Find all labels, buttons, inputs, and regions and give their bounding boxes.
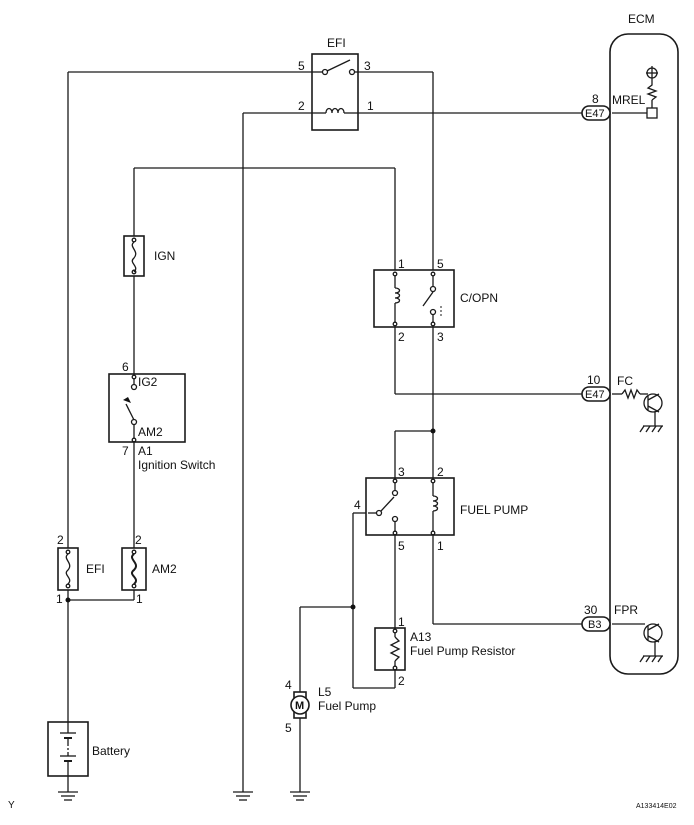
fpr-label: FPR <box>614 603 638 617</box>
am2-fuse-name: AM2 <box>152 562 177 576</box>
fuel-pump-resistor: 1 2 A13 Fuel Pump Resistor <box>374 615 515 688</box>
footer-code: A133414E02 <box>636 803 677 810</box>
battery: Battery <box>47 721 130 777</box>
cpn-relay-pin-1: 1 <box>398 257 405 271</box>
efi-relay-pin-1: 1 <box>367 99 374 113</box>
fuel-pump-relay-pin-3: 3 <box>398 465 405 479</box>
ignition-switch-terminal-am2: AM2 <box>138 425 163 439</box>
wiring <box>65 71 582 792</box>
efi-fuse-name: EFI <box>86 562 105 576</box>
fuel-pump-relay-pin-2: 2 <box>437 465 444 479</box>
ignition-switch-pin-bottom: 7 <box>122 444 129 458</box>
am2-fuse-pin-bottom: 1 <box>136 592 143 606</box>
efi-relay-pin-5: 5 <box>298 59 305 73</box>
fuel-pump-relay: FUEL PUMP 3 2 4 5 1 <box>354 465 528 553</box>
ecm-title: ECM <box>628 12 655 26</box>
ecm-block: ECM <box>609 12 679 675</box>
cpn-relay-pin-3: 3 <box>437 330 444 344</box>
efi-relay: EFI 5 3 2 1 <box>298 36 374 131</box>
ign-fuse-name: IGN <box>154 249 175 263</box>
mrel-pin: 8 <box>592 92 599 106</box>
cpn-relay: C/OPN 1 5 2 3 <box>373 257 498 344</box>
fuel-pump-relay-pin-4: 4 <box>354 498 361 512</box>
efi-fuse-pin-bottom: 1 <box>56 592 63 606</box>
am2-fuse: AM2 2 1 <box>121 533 177 606</box>
fc-label: FC <box>617 374 633 388</box>
efi-relay-pin-3: 3 <box>364 59 371 73</box>
motor-connector: L5 <box>318 685 332 699</box>
efi-fuse: EFI 2 1 <box>56 533 105 606</box>
motor-symbol: M <box>295 700 304 712</box>
ground-symbols <box>58 791 310 801</box>
cpn-relay-pin-5: 5 <box>437 257 444 271</box>
fuel-pump-motor: M 4 5 L5 Fuel Pump <box>285 678 376 735</box>
resistor-pin-bottom: 2 <box>398 674 405 688</box>
fuel-pump-relay-pin-1: 1 <box>437 539 444 553</box>
ecm-terminal-mrel: 8 MREL E47 <box>581 66 658 121</box>
fuel-pump-relay-pin-5: 5 <box>398 539 405 553</box>
efi-relay-pin-2: 2 <box>298 99 305 113</box>
fc-pin: 10 <box>587 373 601 387</box>
fc-connector: E47 <box>585 389 605 401</box>
resistor-connector: A13 <box>410 630 432 644</box>
resistor-name: Fuel Pump Resistor <box>410 644 515 658</box>
ignition-switch-terminal-ig2: IG2 <box>138 375 158 389</box>
ignition-switch-connector: A1 <box>138 444 153 458</box>
ignition-switch: 6 IG2 AM2 7 A1 Ignition Switch <box>108 360 215 472</box>
efi-relay-name: EFI <box>327 36 346 50</box>
ignition-switch-pin-top: 6 <box>122 360 129 374</box>
ecm-terminal-fpr: 30 FPR B3 <box>581 603 663 663</box>
motor-name: Fuel Pump <box>318 699 376 713</box>
fpr-connector: B3 <box>588 619 601 631</box>
cpn-relay-name: C/OPN <box>460 291 498 305</box>
efi-fuse-pin-top: 2 <box>57 533 64 547</box>
ignition-switch-name: Ignition Switch <box>138 458 215 472</box>
footer-left-mark: Y <box>8 800 15 811</box>
cpn-relay-pin-2: 2 <box>398 330 405 344</box>
motor-pin-top: 4 <box>285 678 292 692</box>
fuel-pump-relay-name: FUEL PUMP <box>460 503 528 517</box>
am2-fuse-pin-top: 2 <box>135 533 142 547</box>
mrel-label: MREL <box>612 93 646 107</box>
motor-pin-bottom: 5 <box>285 721 292 735</box>
ecm-terminal-fc: 10 FC E47 <box>581 373 663 433</box>
fpr-pin: 30 <box>584 603 598 617</box>
resistor-pin-top: 1 <box>398 615 405 629</box>
mrel-connector: E47 <box>585 108 605 120</box>
battery-name: Battery <box>92 744 130 758</box>
ign-fuse: IGN <box>123 235 175 277</box>
